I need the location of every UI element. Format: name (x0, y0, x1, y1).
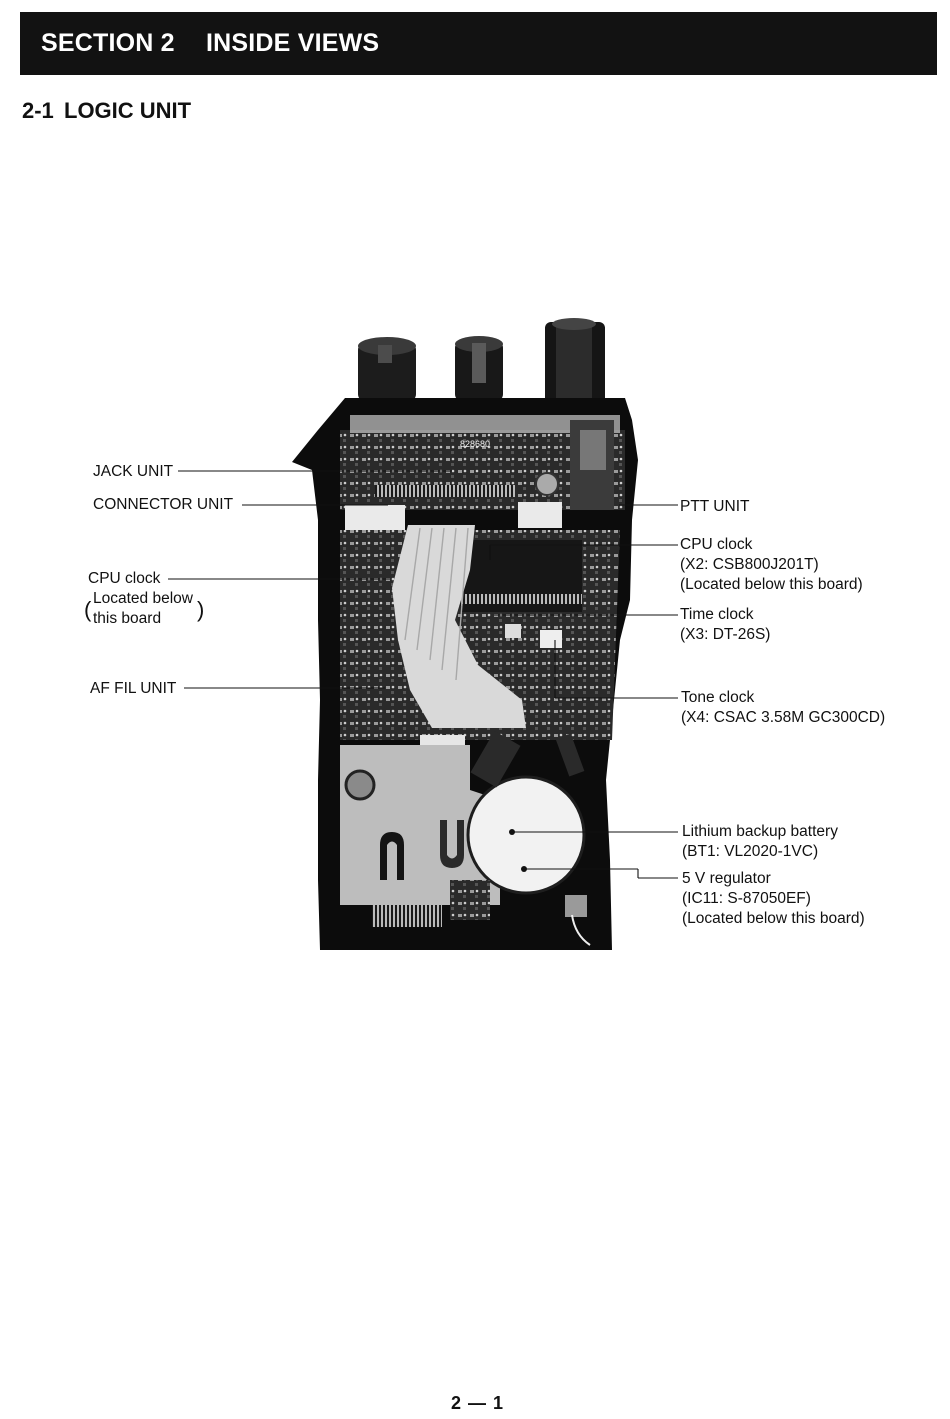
callout-regulator-part: (IC11: S-87050EF) (682, 890, 811, 907)
callout-time-clock: Time clock (680, 606, 754, 623)
callout-regulator-location: (Located below this board) (682, 910, 865, 927)
callout-time-clock-part: (X3: DT-26S) (680, 626, 771, 643)
subsection-number: 2-1 (22, 98, 54, 123)
note-paren-left: ( (84, 597, 92, 622)
callout-battery: Lithium backup battery (682, 823, 838, 840)
section-header-bar: SECTION 2 INSIDE VIEWS (20, 12, 937, 75)
callout-cpu-clock-note-1: Located below (93, 590, 193, 607)
subsection-heading: 2-1 LOGIC UNIT (22, 98, 191, 124)
callout-ptt-unit: PTT UNIT (680, 498, 750, 515)
callout-cpu-clock-part: (X2: CSB800J201T) (680, 556, 819, 573)
knob-center-icon (455, 336, 503, 402)
callout-connector-unit: CONNECTOR UNIT (93, 496, 234, 513)
callout-cpu-clock-location: (Located below this board) (680, 576, 863, 593)
callout-cpu-clock-right: CPU clock (680, 536, 753, 553)
callout-cpu-clock-left: CPU clock (88, 570, 161, 587)
callout-cpu-clock-note-2: this board (93, 610, 162, 627)
section-title: INSIDE VIEWS (206, 29, 380, 57)
subsection-title: LOGIC UNIT (64, 98, 192, 123)
antenna-connector-icon (545, 318, 605, 408)
lithium-battery-icon (466, 775, 586, 895)
callout-tone-clock-part: (X4: CSAC 3.58M GC300CD) (681, 709, 886, 726)
callout-tone-clock: Tone clock (681, 689, 755, 706)
callout-af-fil-unit: AF FIL UNIT (90, 680, 177, 697)
leader-lines (168, 470, 678, 879)
section-number: SECTION 2 (41, 29, 175, 57)
callout-regulator: 5 V regulator (682, 870, 771, 887)
board-marking: 828680 (460, 439, 490, 449)
knob-left-icon (358, 337, 416, 402)
callout-battery-part: (BT1: VL2020-1VC) (682, 843, 819, 860)
callout-jack-unit: JACK UNIT (93, 463, 174, 480)
page-number: 2 — 1 (451, 1393, 505, 1413)
note-paren-right: ) (197, 597, 205, 622)
